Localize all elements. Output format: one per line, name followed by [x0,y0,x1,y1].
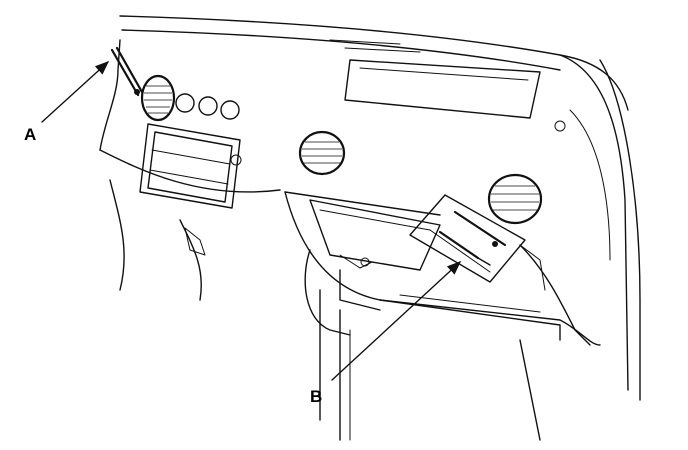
callout-b-label: B [310,387,322,406]
center-console [109,123,242,301]
left-air-vent [140,74,240,122]
callout-a-leader [41,61,110,123]
removal-tool-a [110,46,144,97]
callout-a-label: A [24,125,36,144]
glove-box [284,191,601,441]
dashboard-outline [99,15,641,401]
center-air-vent [298,130,346,176]
right-air-vent [487,173,543,225]
removal-tool-b [409,194,526,283]
callout-b-leader [331,261,462,381]
